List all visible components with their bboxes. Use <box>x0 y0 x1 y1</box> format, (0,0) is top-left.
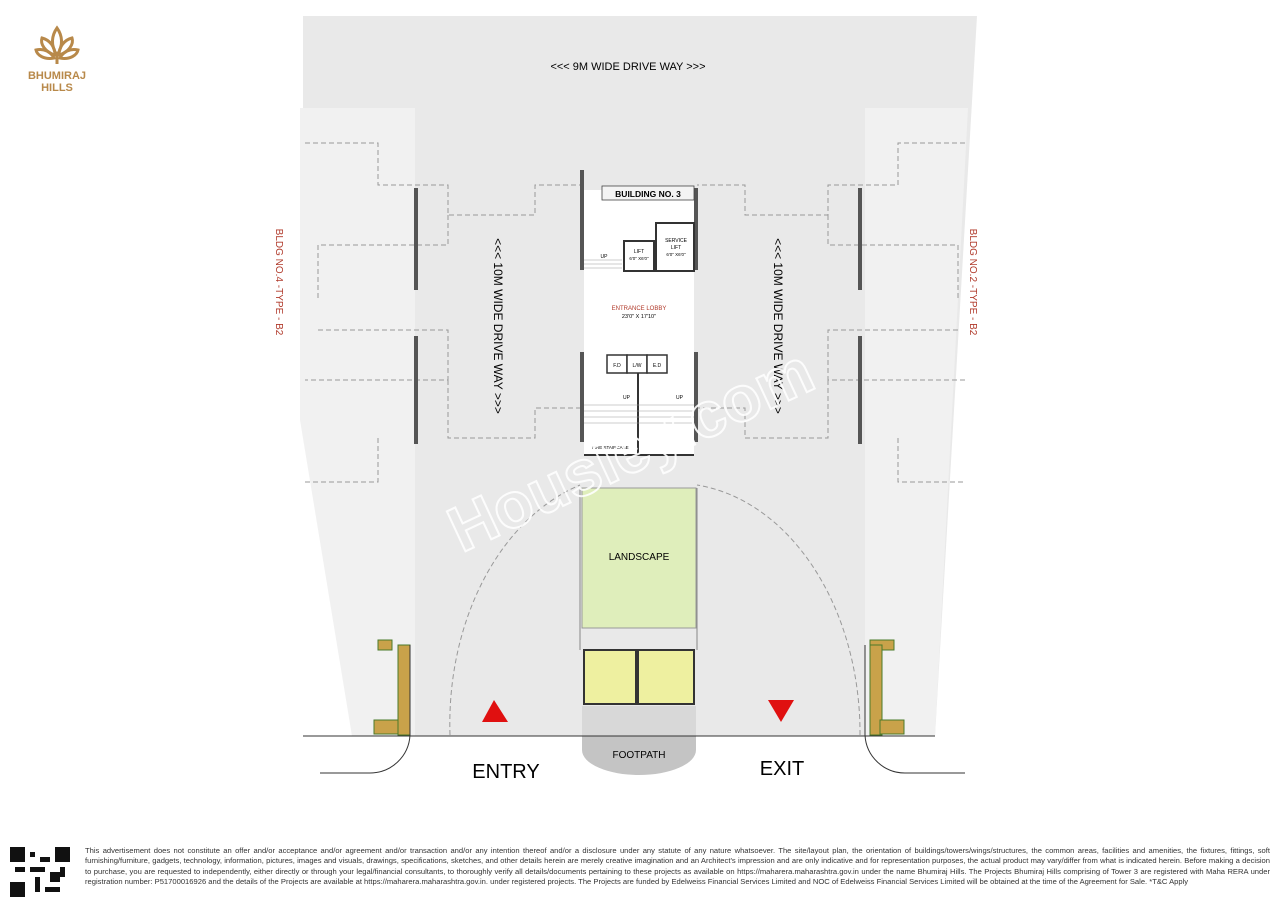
stair-up-label: UP <box>601 254 609 260</box>
lobby-label: ENTRANCE LOBBY <box>612 306 667 312</box>
right-building-footprint <box>865 108 968 736</box>
qr-code <box>10 847 70 897</box>
landscape-area <box>581 487 697 629</box>
planters <box>373 639 905 736</box>
footpath-label: FOOTPATH <box>613 750 666 761</box>
left-driveway-label: <<< 10M WIDE DRIVE WAY >>> <box>491 238 505 414</box>
entry-arrow-icon <box>482 700 508 722</box>
building-3-core: BUILDING NO. 3 LIFT 6'0" X6'0" SERVICE L… <box>584 185 695 456</box>
dashed-wing-outlines <box>305 142 965 736</box>
service-lift-label-2: LIFT <box>671 245 681 251</box>
building-title: BUILDING NO. 3 <box>615 189 681 199</box>
svg-text:HILLS: HILLS <box>41 82 73 94</box>
left-building-footprint <box>300 108 415 736</box>
footpath-area <box>582 736 696 775</box>
lobby-size: 23'0" X 17'10" <box>622 314 656 320</box>
entrance-kiosks <box>582 649 696 736</box>
left-building-label: BLDG NO.4 -TYPE - B2 <box>273 229 284 336</box>
legal-disclaimer: This advertisement does not constitute a… <box>85 846 1270 887</box>
svg-text:BHUMIRAJ: BHUMIRAJ <box>28 70 86 82</box>
fd-label: F.D <box>613 363 621 369</box>
road-edges <box>303 645 965 774</box>
ed-label: E.D <box>653 363 662 369</box>
stair-up-label-2: UP <box>623 395 631 401</box>
lift-label: LIFT <box>634 249 644 255</box>
entry-label: ENTRY <box>472 761 539 783</box>
right-driveway-label: <<< 10M WIDE DRIVE WAY >>> <box>771 238 785 414</box>
top-driveway-label: <<< 9M WIDE DRIVE WAY >>> <box>550 61 705 73</box>
right-building-label: BLDG NO.2 -TYPE - B2 <box>967 229 978 336</box>
fire-staircase-label: FIRE STAIRCASE <box>592 445 629 450</box>
exit-label: EXIT <box>760 758 804 780</box>
wall-markers <box>414 170 862 444</box>
lift-size: 6'0" X6'0" <box>629 256 649 261</box>
bhumiraj-logo: BHUMIRAJ HILLS <box>28 25 86 94</box>
exit-arrow-icon <box>768 700 794 722</box>
lw-label: L/W <box>633 363 642 369</box>
service-lift-label: SERVICE <box>665 238 688 244</box>
service-lift-size: 6'0" X6'0" <box>666 252 686 257</box>
stair-up-label-3: UP <box>676 395 684 401</box>
landscape-label: LANDSCAPE <box>609 552 670 563</box>
